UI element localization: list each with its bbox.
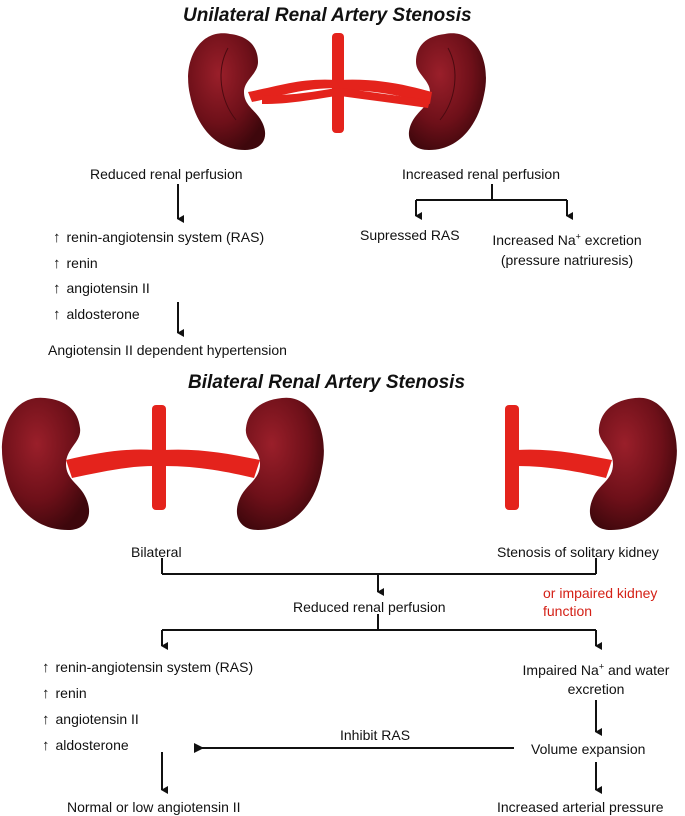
- up-arrow-icon: ↑: [42, 711, 50, 728]
- uni-up-item-1: ↑renin: [53, 255, 98, 272]
- bilateral-aorta: [66, 405, 260, 510]
- uni-right-branch: [415, 184, 573, 220]
- unilateral-right-kidney: [408, 33, 486, 150]
- bi-left-label: Bilateral: [131, 544, 182, 560]
- bi-volume-expansion: Volume expansion: [531, 741, 646, 757]
- bi-center-heading: Reduced renal perfusion: [293, 599, 446, 615]
- uni-pressure-natriuresis: (pressure natriuresis): [500, 252, 634, 268]
- uni-right-heading: Increased renal perfusion: [402, 166, 560, 182]
- bi-right-label: Stenosis of solitary kidney: [497, 544, 659, 560]
- bi-up-item-3: ↑aldosterone: [42, 737, 129, 754]
- bi-up-item-0: ↑renin-angiotensin system (RAS): [42, 659, 254, 676]
- uni-suppressed-ras: Supressed RAS: [360, 227, 460, 243]
- uni-up-item-2: ↑angiotensin II: [53, 280, 150, 297]
- unilateral-left-kidney: [188, 33, 266, 150]
- bi-up-item-1: ↑renin: [42, 685, 87, 702]
- bilateral-title: Bilateral Renal Artery Stenosis: [188, 372, 466, 393]
- bi-up-item-2: ↑angiotensin II: [42, 711, 139, 728]
- bi-excretion: excretion: [567, 681, 625, 697]
- bi-red-note-1: or impaired kidney: [543, 585, 658, 601]
- bilateral-merge: [161, 558, 597, 596]
- unilateral-title: Unilateral Renal Artery Stenosis: [183, 5, 472, 26]
- bilateral-split: [161, 614, 602, 650]
- inhibit-ras-label: Inhibit RAS: [340, 727, 411, 743]
- bilateral-left-kidney: [1, 397, 90, 530]
- up-arrow-icon: ↑: [42, 685, 50, 702]
- bi-increased-pressure: Increased arterial pressure: [497, 799, 664, 815]
- bi-impaired-na: Impaired Na+ and water: [522, 661, 670, 678]
- up-arrow-icon: ↑: [53, 229, 61, 246]
- solitary-aorta: [505, 405, 612, 510]
- up-arrow-icon: ↑: [53, 255, 61, 272]
- bilateral-right-kidney: [236, 397, 324, 530]
- uni-up-item-0: ↑renin-angiotensin system (RAS): [53, 229, 265, 246]
- uni-result: Angiotensin II dependent hypertension: [48, 342, 287, 358]
- bi-red-note-2: function: [543, 603, 593, 619]
- up-arrow-icon: ↑: [42, 659, 50, 676]
- up-arrow-icon: ↑: [53, 280, 61, 297]
- uni-up-item-3: ↑aldosterone: [53, 306, 140, 323]
- up-arrow-icon: ↑: [53, 306, 61, 323]
- solitary-kidney: [589, 397, 677, 530]
- uni-left-heading: Reduced renal perfusion: [90, 166, 243, 182]
- up-arrow-icon: ↑: [42, 737, 50, 754]
- uni-increased-na: Increased Na+ excretion: [492, 231, 642, 248]
- bi-left-result: Normal or low angiotensin II: [67, 799, 241, 815]
- unilateral-aorta: [248, 33, 432, 133]
